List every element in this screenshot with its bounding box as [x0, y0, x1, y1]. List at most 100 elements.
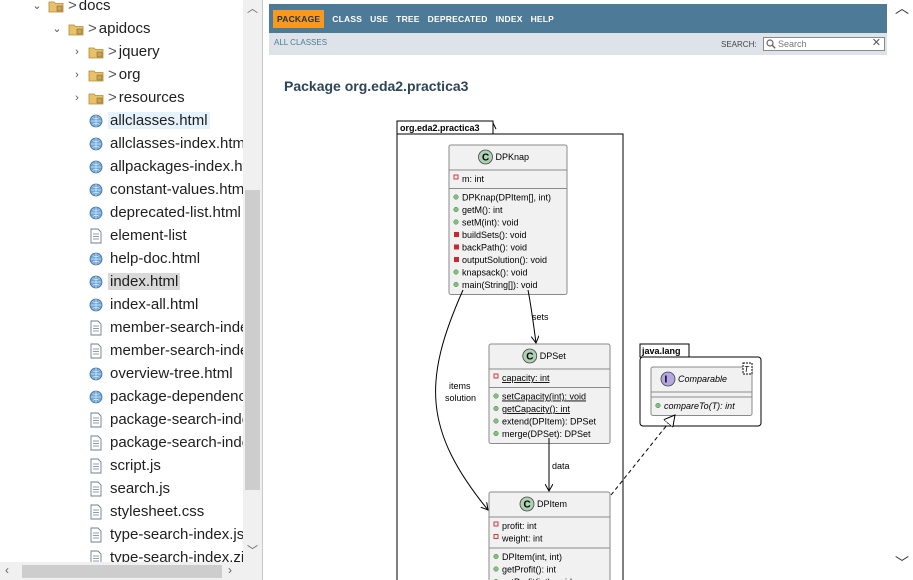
class-stereotype-icon — [522, 348, 538, 364]
text-file-icon — [88, 527, 104, 543]
tree-item[interactable]: ⌄ > apidocs — [50, 17, 152, 40]
tree-item[interactable]: type-search-index.js — [70, 523, 246, 546]
tree-item[interactable]: index-all.html — [70, 293, 200, 316]
tree-vertical-scrollbar[interactable]: ︿ ﹀ — [243, 0, 262, 562]
scroll-thumb[interactable] — [22, 565, 222, 578]
tree-item-label: member-search-inde — [110, 342, 249, 359]
tree-item[interactable]: package-search-inde — [70, 431, 252, 454]
tree-item[interactable]: search.js — [70, 477, 172, 500]
chevron-right-icon[interactable]: › — [75, 91, 79, 104]
spacer — [70, 459, 84, 473]
nav-tree[interactable]: TREE — [396, 13, 420, 24]
tree-horizontal-scrollbar[interactable]: ‹ › — [0, 562, 262, 580]
spacer — [70, 321, 84, 335]
folder-icon — [88, 67, 104, 83]
tree-item[interactable]: ›> org — [70, 63, 142, 86]
spacer — [70, 344, 84, 358]
spacer — [70, 114, 84, 128]
text-file-icon — [88, 435, 104, 451]
tree-item[interactable]: allclasses-index.html — [70, 132, 250, 155]
tree-item[interactable]: help-doc.html — [70, 247, 202, 270]
text-file-icon — [88, 458, 104, 474]
scroll-down-arrow[interactable]: ﹀ — [895, 555, 909, 571]
tree-item[interactable]: index.html — [70, 270, 181, 293]
nav-deprecated[interactable]: DEPRECATED — [427, 13, 488, 24]
tree-item[interactable]: overview-tree.html — [70, 362, 235, 385]
tree-item[interactable]: allpackages-index.ht — [70, 155, 249, 178]
class-field: m: int — [462, 174, 485, 184]
public-method-icon — [493, 566, 499, 572]
top-nav-bar: PACKAGE CLASS USE TREE DEPRECATED INDEX HELP — [269, 4, 889, 33]
tree-item-label: jquery — [118, 43, 160, 60]
tree-item[interactable]: member-search-inde — [70, 316, 250, 339]
class-method: outputSolution(): void — [462, 255, 547, 265]
javadoc-view: PACKAGE CLASS USE TREE DEPRECATED INDEX HELP A… — [262, 0, 913, 580]
folder-prefix: > — [108, 43, 117, 60]
tree-item[interactable]: constant-values.html — [70, 178, 250, 201]
public-method-icon — [453, 194, 459, 200]
tree-item[interactable]: package-dependenc — [70, 385, 248, 408]
nav-help[interactable]: HELP — [530, 13, 555, 24]
doc-scrollbar[interactable]: ︿ ﹀ — [887, 0, 913, 580]
scroll-up-arrow[interactable]: ︿ — [247, 3, 258, 15]
spacer — [70, 390, 84, 404]
tree-item-label: type-search-index.zi — [110, 549, 245, 566]
nav-use[interactable]: USE — [370, 13, 389, 24]
nav-index[interactable]: INDEX — [495, 13, 523, 24]
search-input[interactable]: Search ✕ — [763, 37, 885, 51]
tree-item[interactable]: type-search-index.zi — [70, 546, 246, 569]
tree-item-label: allpackages-index.ht — [110, 158, 247, 175]
stereotype-letter: I — [665, 375, 668, 386]
tree-item[interactable]: › > resources — [70, 86, 187, 109]
tree-item[interactable]: script.js — [70, 454, 163, 477]
tree-item[interactable]: deprecated-list.html — [70, 201, 243, 224]
class-name-comparable: Comparable — [678, 374, 727, 384]
tree-item[interactable]: package-search-inde — [70, 408, 252, 431]
chevron-right-icon[interactable]: › — [75, 68, 79, 81]
private-field-icon — [453, 174, 459, 180]
class-method: main(String[]): void — [462, 280, 538, 290]
tree-item-label: resources — [118, 89, 185, 106]
private-method-icon — [454, 257, 459, 262]
tree-item-label: index.html — [108, 273, 181, 290]
all-classes-link[interactable]: ALL CLASSES — [274, 38, 328, 47]
chevron-down-icon[interactable]: ⌄ — [52, 23, 62, 35]
nav-class[interactable]: CLASS — [332, 13, 363, 24]
scroll-left-arrow[interactable]: ‹ — [5, 563, 9, 577]
folder-icon — [68, 21, 84, 37]
text-file-icon — [88, 481, 104, 497]
scroll-down-arrow[interactable]: ﹀ — [247, 545, 258, 557]
tree-item[interactable]: ⌄> docs — [30, 0, 112, 17]
folder-prefix: > — [88, 20, 97, 37]
scroll-thumb[interactable] — [245, 190, 260, 490]
tree-item[interactable]: element-list — [70, 224, 189, 247]
class-method: getProfit(): int — [502, 565, 557, 575]
chevron-down-icon[interactable]: ⌄ — [32, 0, 42, 12]
spacer — [70, 505, 84, 519]
edge-items-solution — [435, 289, 488, 510]
tree-item[interactable]: stylesheet.css — [70, 500, 206, 523]
clear-search-icon[interactable]: ✕ — [871, 37, 881, 49]
tree-item[interactable]: member-search-inde — [70, 339, 250, 362]
tree-item-label: apidocs — [98, 20, 151, 37]
stereotype-letter: C — [526, 352, 533, 363]
private-method-icon — [454, 232, 459, 237]
chevron-right-icon[interactable]: › — [75, 45, 79, 58]
public-method-icon — [493, 405, 499, 412]
scroll-right-arrow[interactable]: › — [228, 563, 232, 577]
class-box-dpknap — [448, 144, 568, 295]
edge-label-sets: sets — [532, 312, 549, 322]
folder-prefix: > — [108, 89, 117, 106]
scroll-up-arrow[interactable]: ︿ — [895, 0, 909, 16]
tree-item-label: member-search-inde — [110, 319, 249, 336]
spacer — [70, 436, 84, 450]
type-param-box — [742, 362, 753, 375]
tree-item[interactable]: › > jquery — [70, 40, 162, 63]
edge-label-data: data — [552, 461, 570, 471]
project-explorer: ⌄> docs⌄> apidocs›> jquery›> org›> resou… — [0, 0, 262, 580]
nav-package[interactable]: PACKAGE — [273, 9, 325, 28]
tree-item[interactable]: allclasses.html — [70, 109, 210, 132]
public-method-icon — [453, 269, 459, 275]
type-param-label: T — [744, 365, 750, 374]
web-file-icon — [88, 389, 104, 405]
